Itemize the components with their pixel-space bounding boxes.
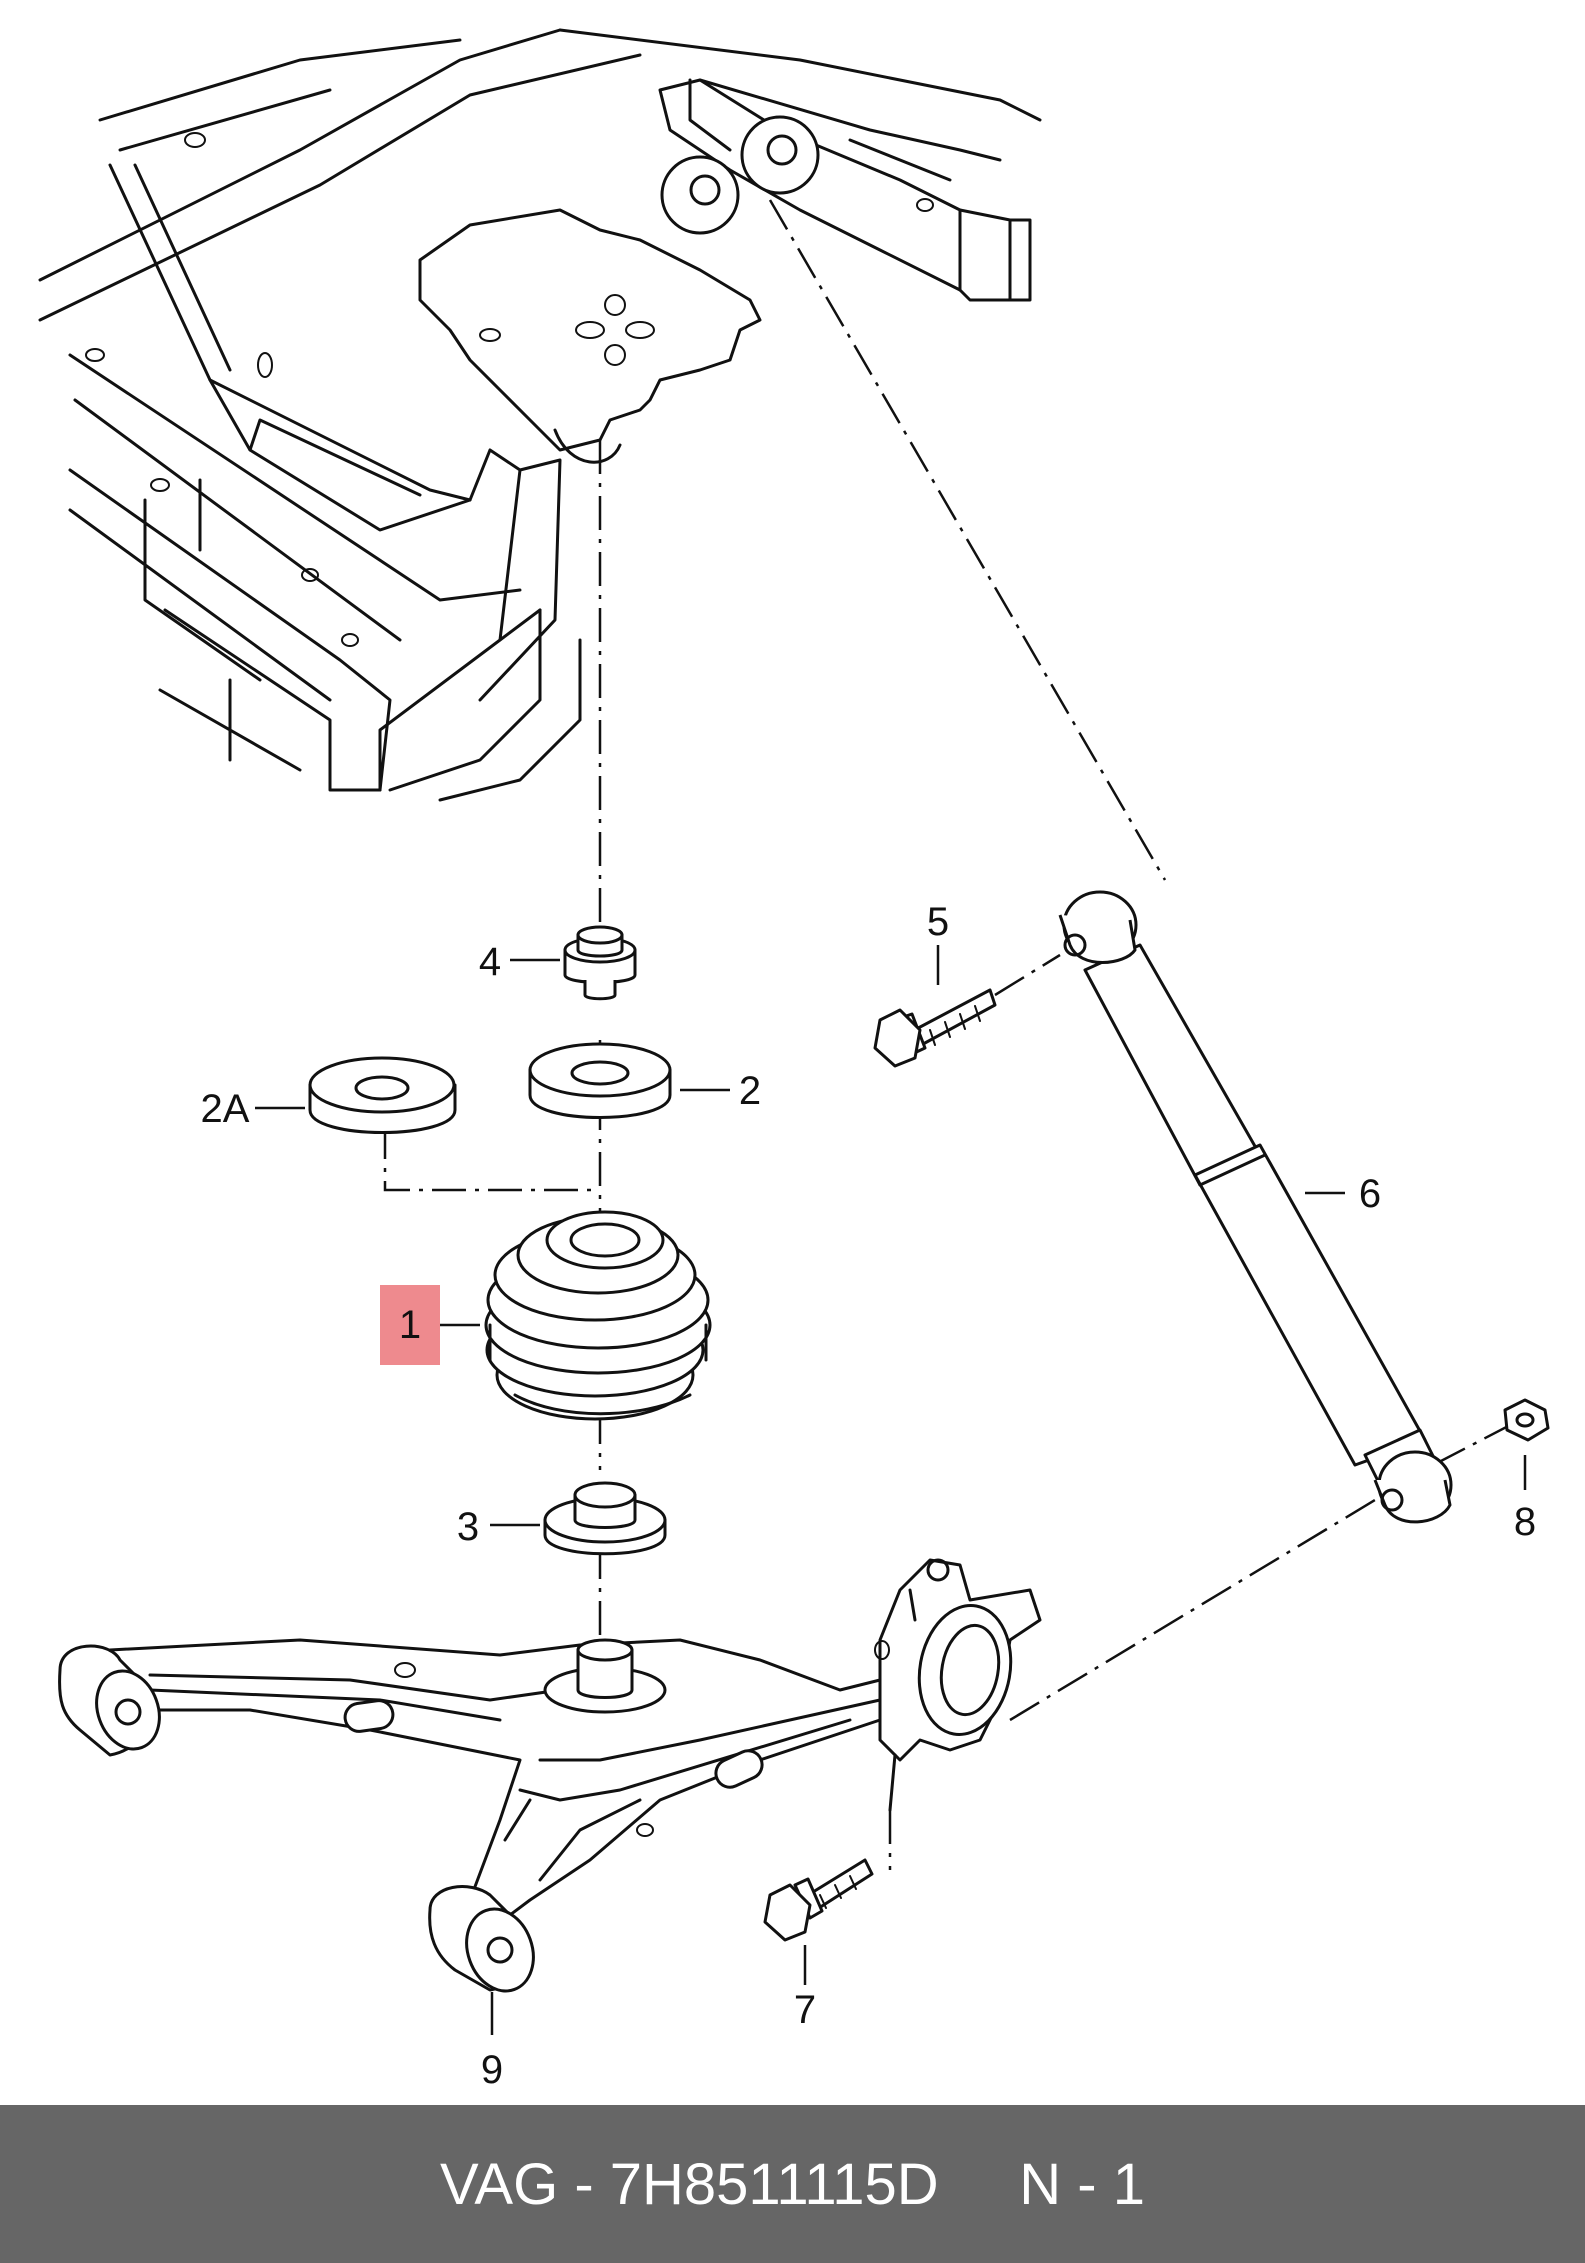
callout-1: 1: [399, 1303, 421, 1347]
callout-9: 9: [481, 2048, 503, 2092]
footer-separator: -: [558, 2151, 610, 2217]
footer-part-number: 7H8511115D: [609, 2151, 939, 2217]
callout-8: 8: [1514, 1500, 1536, 1544]
callout-6: 6: [1359, 1172, 1381, 1216]
suspension-exploded-diagram: 1 2 2A 3 4 5 6 7 8 9: [38, 28, 1550, 2092]
callout-leaders: [255, 945, 1527, 2035]
part-2-upper-spring-seat: [528, 1042, 672, 1119]
part-7-lower-bolt: [763, 1858, 874, 1942]
callout-labels: 1 2 2A 3 4 5 6 7 8 9: [201, 900, 1537, 2092]
callout-2: 2: [739, 1069, 761, 1113]
callout-2a: 2A: [201, 1087, 250, 1131]
footer-brand: VAG: [440, 2151, 559, 2217]
callout-1-highlight: [380, 1285, 440, 1365]
part-1-coil-spring: [484, 1210, 712, 1421]
callout-5: 5: [927, 900, 949, 944]
part-3-lower-spring-seat: [543, 1481, 667, 1556]
lower-control-arm: [58, 1558, 1042, 1993]
part-2a-spring-pad: [308, 1056, 457, 1134]
part-6-shock-absorber: [1058, 890, 1453, 1524]
part-4-bump-stop: [563, 925, 637, 1001]
part-5-upper-bolt: [873, 953, 1061, 1068]
callout-4: 4: [479, 940, 501, 984]
callout-3: 3: [457, 1505, 479, 1549]
footer-position-label: N - 1: [1019, 2151, 1145, 2217]
callout-7: 7: [794, 1988, 816, 2032]
footer-gap: [939, 2151, 1020, 2218]
part-8-nut: [1503, 1398, 1550, 1442]
vehicle-underbody-frame: [38, 28, 1042, 802]
part-number-footer: VAG - 7H8511115D N - 1: [0, 2105, 1585, 2263]
